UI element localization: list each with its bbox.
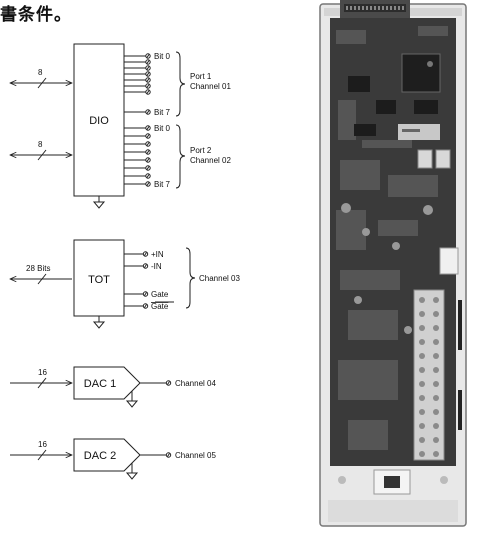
port1-brace (175, 51, 186, 117)
port1-leads (124, 53, 151, 115)
port2-brace (175, 124, 186, 189)
white-connector (439, 247, 459, 275)
dio-ground-icon (92, 201, 106, 209)
dac2-ground-icon (125, 472, 139, 480)
tot-input-gate: Gate (151, 290, 169, 299)
port2-bit-first: Bit 0 (154, 124, 171, 133)
dio-bus-width-top: 8 (38, 68, 43, 77)
screw-terminals (413, 289, 445, 461)
dio-bus-width-bottom: 8 (38, 140, 43, 149)
dac1-ground-icon (125, 400, 139, 408)
dio-label: DIO (89, 115, 109, 127)
block-diagram: 8 8 Bit 0 Bit 7 Port 1 Channel 01 Bit 0 … (0, 43, 240, 480)
dac2-channel-label: Channel 05 (175, 451, 216, 460)
tot-block (73, 239, 125, 317)
dac1-label: DAC 1 (84, 378, 116, 390)
dac1-channel-label: Channel 04 (175, 379, 216, 388)
tot-label: TOT (88, 274, 110, 286)
port2-channel-label: Channel 02 (190, 156, 231, 165)
port1-bit-last: Bit 7 (154, 108, 171, 117)
module-photo (319, 0, 467, 527)
main-ic (401, 53, 441, 93)
tot-input-leads (124, 251, 149, 309)
tot-input-in-plus: +IN (151, 250, 164, 259)
port2-leads (124, 125, 151, 187)
dac1-bus-width: 16 (38, 368, 47, 377)
tot-input-gate-inverted: Gate (151, 302, 169, 311)
port1-channel-label: Channel 01 (190, 82, 231, 91)
tot-input-in-minus: -IN (151, 262, 162, 271)
port1-label: Port 1 (190, 72, 212, 81)
tot-brace (185, 247, 196, 309)
port2-bit-last: Bit 7 (154, 180, 171, 189)
port2-label: Port 2 (190, 146, 212, 155)
dac2-label: DAC 2 (84, 450, 116, 462)
port1-bit-first: Bit 0 (154, 52, 171, 61)
tot-channel-label: Channel 03 (199, 274, 240, 283)
page-title: 書条件。 (0, 5, 72, 24)
tot-bus-width: 28 Bits (26, 264, 50, 273)
dac2-bus-width: 16 (38, 440, 47, 449)
tot-ground-icon (92, 321, 106, 329)
dio-block (73, 43, 125, 197)
